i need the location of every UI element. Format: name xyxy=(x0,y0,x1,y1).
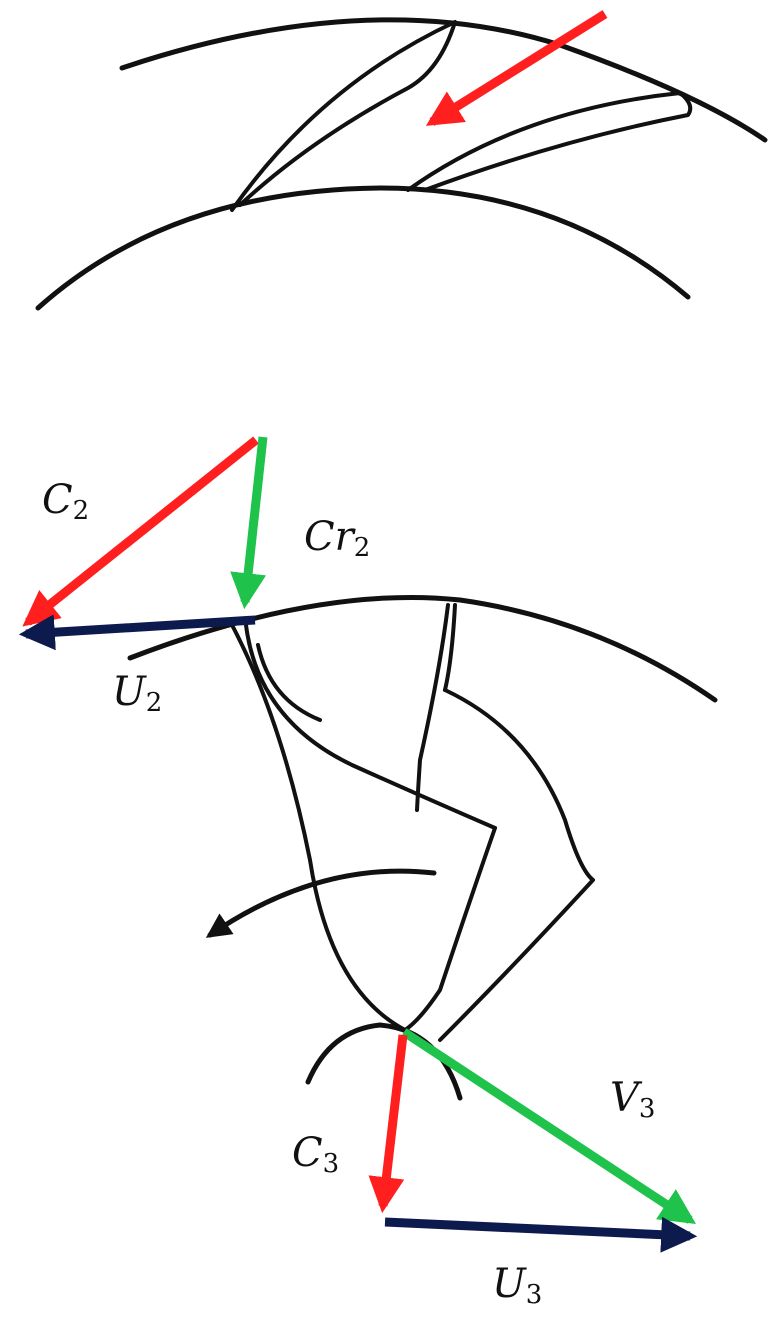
passage-zigzag xyxy=(403,826,497,1032)
v3-symbol: V xyxy=(610,1075,639,1121)
exit-hub-arc xyxy=(305,1022,463,1101)
u3-subscript: 3 xyxy=(525,1280,543,1310)
inlet-cascade xyxy=(35,10,768,311)
inlet-blade-2 xyxy=(406,91,693,192)
c2-subscript: 2 xyxy=(72,496,90,526)
passage-right-wall xyxy=(438,688,595,1042)
inlet-velocity-triangle xyxy=(18,436,268,651)
u2-subscript: 2 xyxy=(145,688,163,718)
cr2-vector xyxy=(230,436,268,610)
cr2-symbol: Cr xyxy=(304,514,354,560)
u3-symbol: U xyxy=(492,1261,526,1307)
inner-hub-arc xyxy=(35,185,691,311)
c3-label: C3 xyxy=(292,1133,339,1177)
impeller-passage xyxy=(127,594,718,1101)
passage-left-wall xyxy=(230,623,407,1032)
v3-vector xyxy=(401,1028,697,1224)
u3-label: U3 xyxy=(492,1264,542,1308)
passage-center-blade xyxy=(415,603,450,812)
passage-center-blade-2 xyxy=(443,603,457,692)
c2-symbol: C xyxy=(42,477,73,523)
u2-vector xyxy=(18,614,256,651)
impeller-outer-arc xyxy=(127,594,718,703)
c3-vector xyxy=(368,1034,408,1214)
c3-subscript: 3 xyxy=(322,1149,340,1179)
rotation-arrow xyxy=(205,868,437,938)
inlet-flow-arrow xyxy=(425,10,608,126)
u2-symbol: U xyxy=(112,669,146,715)
c2-label: C2 xyxy=(42,480,89,524)
v3-label: V3 xyxy=(610,1078,655,1122)
passage-left-wall-inner xyxy=(244,623,497,830)
c3-symbol: C xyxy=(292,1130,323,1176)
u3-vector xyxy=(384,1216,698,1253)
inlet-blade-1 xyxy=(230,20,457,212)
outlet-velocity-triangle xyxy=(368,1028,698,1253)
c2-vector xyxy=(22,436,259,627)
passage-left-wall-inner-2 xyxy=(256,643,322,722)
u2-label: U2 xyxy=(112,672,162,716)
cr2-label: Cr2 xyxy=(304,517,370,561)
outer-shroud-arc xyxy=(119,17,768,143)
cr2-subscript: 2 xyxy=(353,533,371,563)
v3-subscript: 3 xyxy=(638,1094,656,1124)
